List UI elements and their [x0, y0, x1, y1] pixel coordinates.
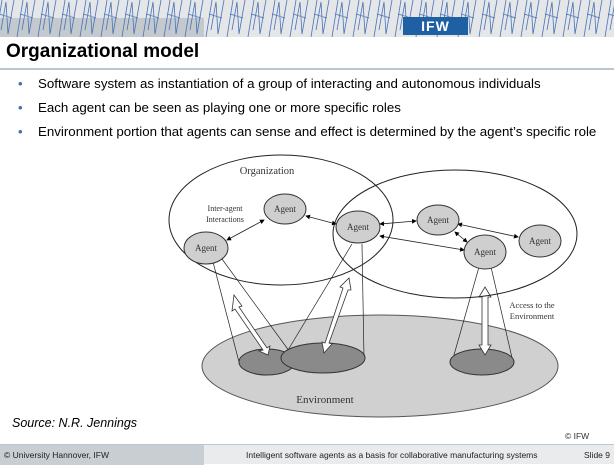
agent-node: [518, 224, 562, 258]
page-title: Organizational model: [6, 41, 200, 62]
environment-region: [449, 348, 515, 376]
interaction-arrows: [226, 214, 519, 252]
copyright-note: © IFW: [565, 431, 590, 441]
organization-ellipse-2: [332, 169, 578, 299]
agents: [183, 193, 562, 270]
footer: © University Hannover, IFW Intelligent s…: [0, 444, 614, 465]
access-arrows: [231, 277, 492, 356]
environment-label: Environment: [296, 394, 353, 406]
header-banner: IFW: [0, 0, 614, 37]
bullet-item: •Each agent can be seen as playing one o…: [18, 100, 401, 115]
bullet-text: Software system as instantiation of a gr…: [38, 76, 541, 91]
slide-number: Slide 9: [584, 450, 610, 460]
ifw-logo: IFW: [403, 17, 468, 35]
bullet-text: Environment portion that agents can sens…: [38, 124, 597, 139]
interactions-label: Interactions: [206, 215, 244, 224]
agent-node: [335, 210, 381, 244]
organization-label: Organization: [240, 166, 295, 177]
bullet-list: •Software system as instantiation of a g…: [18, 76, 598, 148]
footer-left: © University Hannover, IFW: [4, 450, 109, 460]
access-cones: [212, 243, 514, 363]
footer-shade: [0, 445, 204, 465]
agent-node: [263, 193, 307, 225]
footer-title: Intelligent software agents as a basis f…: [246, 450, 538, 460]
access-label-2: Environment: [510, 311, 555, 321]
source-citation: Source: N.R. Jennings: [12, 416, 138, 430]
bullet-text: Each agent can be seen as playing one or…: [38, 100, 401, 115]
agent-label: Agent: [474, 247, 496, 257]
agent-label: Agent: [347, 222, 369, 232]
access-label: Access to the: [509, 300, 555, 310]
banner-shade: [0, 18, 204, 37]
agent-label: Agent: [529, 236, 551, 246]
environment-ellipse: [201, 314, 559, 418]
agent-node: [416, 204, 460, 236]
bullet-item: •Environment portion that agents can sen…: [18, 124, 597, 139]
title-divider: [0, 68, 614, 70]
agent-label: Agent: [427, 215, 449, 225]
agent-node: [183, 231, 229, 265]
agent-label: Agent: [195, 243, 217, 253]
agent-node: [463, 234, 507, 270]
bullet-item: •Software system as instantiation of a g…: [18, 76, 541, 91]
agent-label: Agent: [274, 204, 296, 214]
inter-agent-label: Inter-agent: [208, 204, 244, 213]
